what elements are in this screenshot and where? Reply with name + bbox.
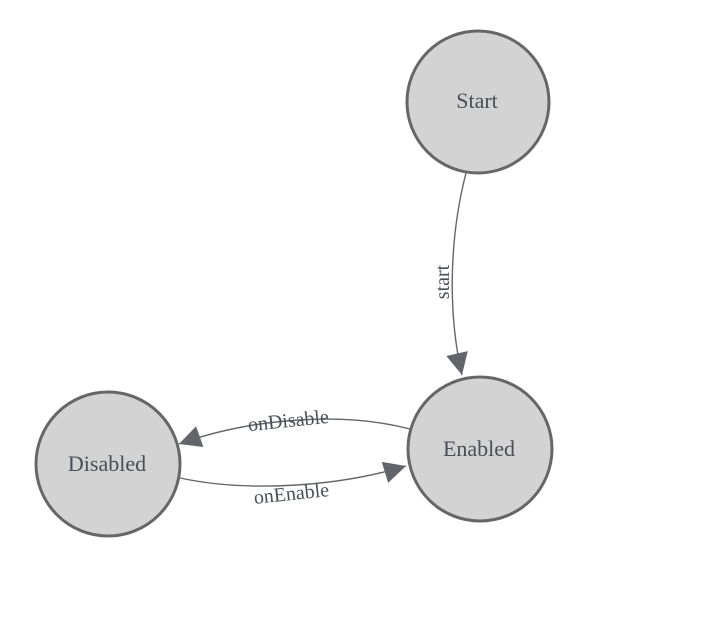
- edge-line-onenable: [179, 461, 407, 487]
- edge-label-onenable: onEnable: [253, 479, 331, 509]
- edge-disabled-to-enabled: onEnable: [179, 461, 407, 509]
- state-circle-disabled: [34, 390, 182, 538]
- state-node-enabled: Enabled: [406, 375, 554, 523]
- state-node-start: Start: [405, 29, 551, 175]
- edge-line-start: [446, 172, 468, 376]
- state-circle-enabled: [406, 375, 554, 523]
- edge-start-to-enabled: start: [432, 172, 468, 376]
- node-label-disabled: Disabled: [68, 451, 146, 476]
- node-label-enabled: Enabled: [443, 436, 515, 461]
- edge-label-ondisable: onDisable: [247, 406, 330, 436]
- edge-line-ondisable: [178, 418, 411, 448]
- edge-enabled-to-disabled: onDisable: [178, 406, 411, 448]
- state-node-disabled: Disabled: [34, 390, 182, 538]
- state-circle-start: [405, 29, 551, 175]
- edge-label-start: start: [432, 264, 454, 299]
- node-label-start: Start: [456, 88, 498, 113]
